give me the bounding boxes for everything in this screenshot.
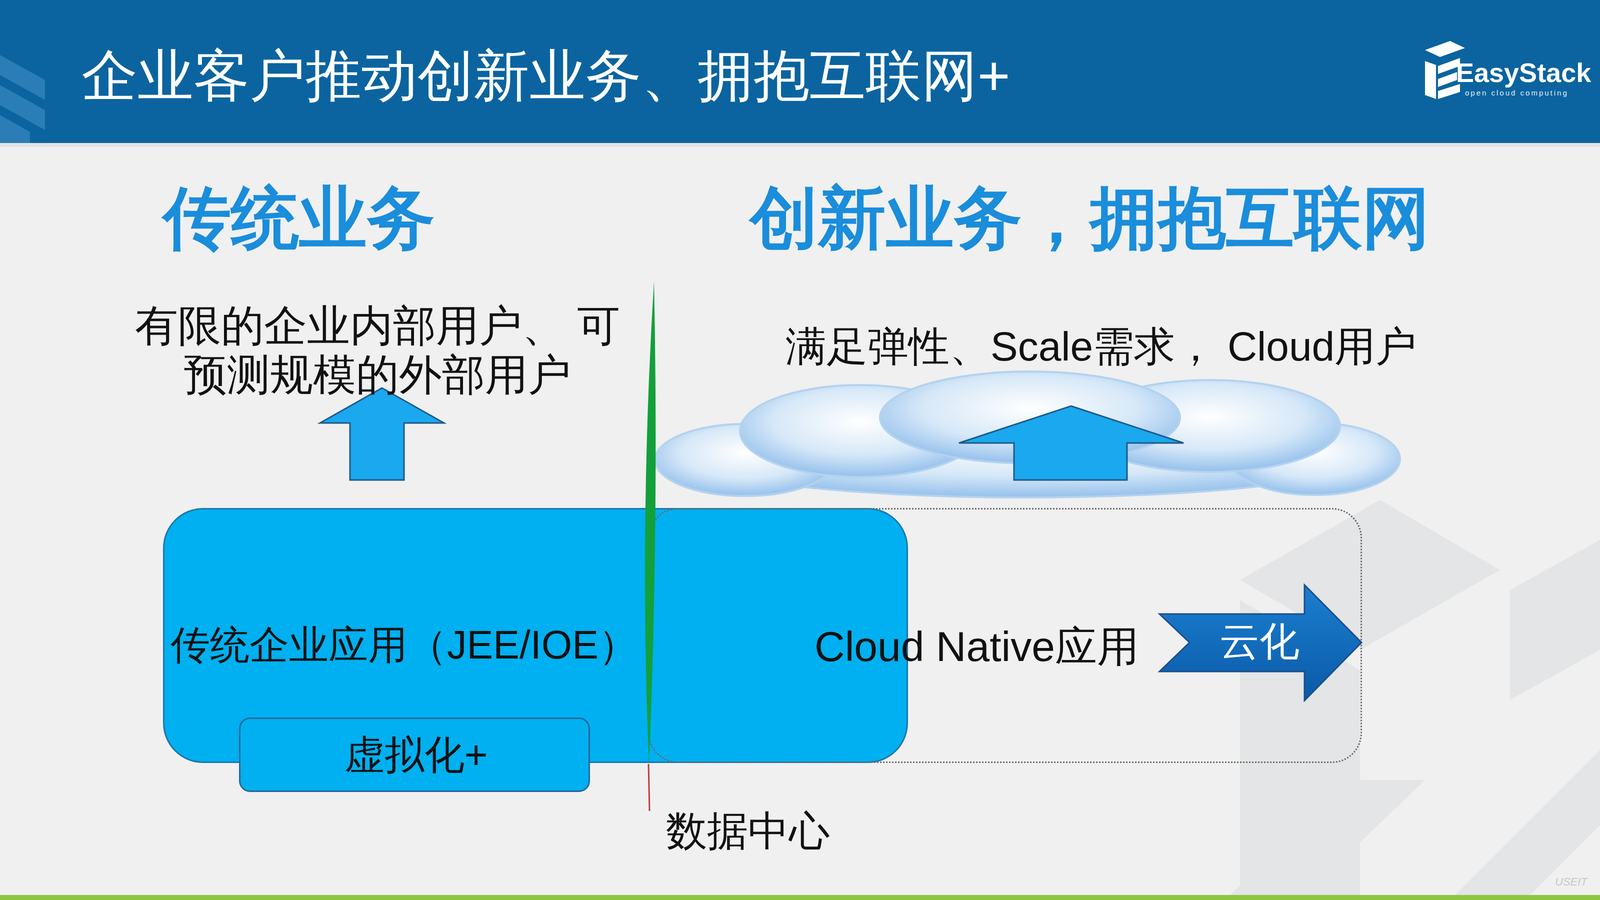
up-arrow: [959, 406, 1184, 480]
header-bar: [0, 0, 1600, 143]
cloudify-arrow: 云化: [1159, 585, 1362, 701]
user-note: 满足弹性、Scale需求， Cloud用户: [785, 324, 1417, 369]
virtualization-box: 虚拟化+: [239, 717, 590, 792]
user-note: 有限的企业内部用户、 可预测规模的外部用户: [127, 301, 628, 399]
cloud-shape: [655, 371, 1400, 498]
section-heading: 传统业务: [163, 181, 435, 256]
cloud-native-region: 云化 Cloud Native应用: [648, 508, 1362, 763]
up-arrow: [320, 388, 444, 480]
logo-tagline: open cloud computing: [1465, 89, 1569, 98]
divider-line: [648, 764, 650, 811]
app-box: 虚拟化+传统企业应用（JEE/IOE）: [163, 508, 908, 763]
node-text: 云化: [1219, 619, 1300, 664]
watermark: USEIT: [1555, 876, 1588, 888]
section-heading: 创新业务，拥抱互联网: [750, 181, 1430, 256]
header-decoration: [0, 55, 45, 143]
arrow-polygon: [1159, 585, 1362, 701]
divider-leaf: [645, 281, 656, 765]
node-text: 传统企业应用（JEE/IOE）: [170, 623, 638, 667]
header-rule: [0, 143, 1600, 147]
node-text: 虚拟化+: [344, 733, 488, 777]
footer-bar: [0, 895, 1600, 900]
slide-title: 企业客户推动创新业务、拥抱互联网+: [81, 45, 1010, 107]
node-text: Cloud Native应用: [814, 623, 1139, 670]
logo-text: EasyStack: [1456, 58, 1591, 88]
watermark-shapes: [1225, 500, 1600, 900]
datacenter-label: 数据中心: [666, 808, 830, 854]
